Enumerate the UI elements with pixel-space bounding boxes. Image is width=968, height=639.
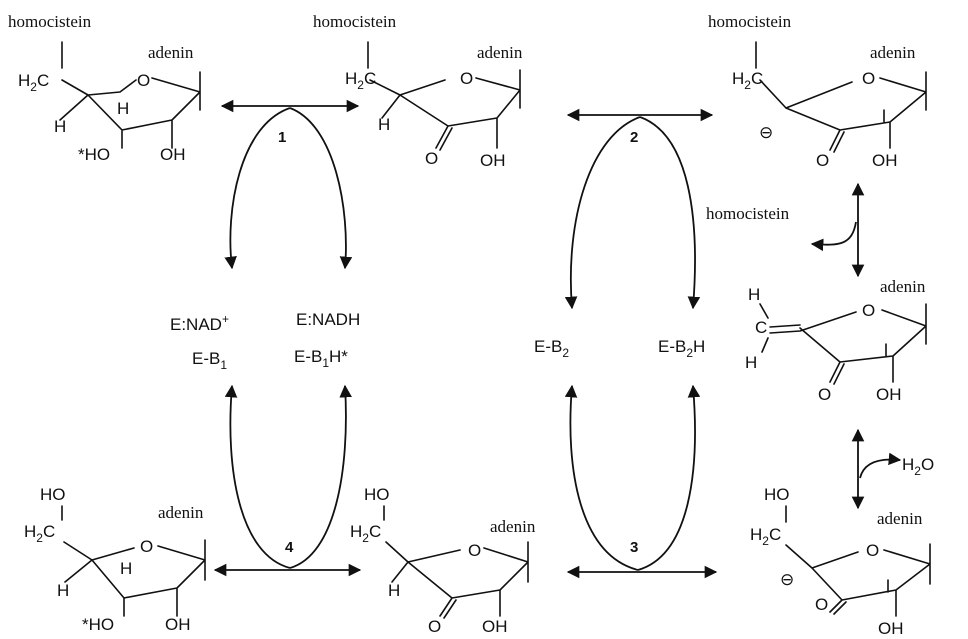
homocysteine-release-arrow: [810, 221, 857, 252]
hydroxyl-label: OH: [482, 617, 508, 636]
hydroxyl-label: OH: [160, 145, 186, 164]
reaction-arrows: [213, 99, 902, 579]
ring-bonds: [755, 41, 927, 153]
carbanion-minus: ⊖: [759, 123, 773, 142]
ring-oxygen: O: [862, 69, 875, 88]
ring-bonds: [383, 505, 529, 619]
h2c-label: H2C: [345, 69, 376, 92]
cofactor-b2: E-B2: [534, 337, 569, 360]
curved-arrow-from-nad: [224, 384, 291, 569]
molecule-bottom-middle: HO adenin H2C O H O OH: [350, 485, 536, 636]
hydrogen-label: H: [378, 115, 390, 134]
ring-bonds: [59, 41, 201, 149]
ring-oxygen: O: [468, 541, 481, 560]
molecule-top-right: homocistein adenin H2C O ⊖ O OH: [708, 12, 927, 170]
adenine-label: adenin: [880, 277, 926, 296]
adenine-label: adenin: [490, 517, 536, 536]
ring-bonds: [759, 303, 927, 385]
step-1-label: 1: [278, 129, 286, 146]
adenine-label: adenin: [148, 43, 194, 62]
ring-bonds: [61, 505, 206, 617]
hydroxyl-label: HO: [364, 485, 390, 504]
hydrogen-label: H: [120, 559, 132, 578]
curved-arrow-to-nad: [224, 107, 291, 270]
adenine-label: adenin: [158, 503, 204, 522]
water-arrow: [859, 452, 902, 479]
hydroxyl-star-label: *HO: [82, 615, 114, 634]
h2c-label: H2C: [24, 522, 55, 545]
hydroxyl-label: OH: [480, 151, 506, 170]
cofactor-b1h: E-B1H*: [294, 347, 348, 370]
molecule-top-middle: homocistein adenin H2C O H O OH: [313, 12, 523, 170]
hydroxyl-label: OH: [165, 615, 191, 634]
carbonyl-oxygen: O: [815, 595, 828, 614]
carbon-label: C: [755, 318, 767, 337]
homocysteine-label: homocistein: [8, 12, 92, 31]
hydroxyl-label: OH: [878, 619, 904, 638]
step-2-label: 2: [630, 129, 638, 146]
homocysteine-label: homocistein: [708, 12, 792, 31]
molecule-right-middle: adenin H C H O O OH: [745, 277, 927, 404]
cofactor-nad: E:NAD+: [170, 312, 229, 334]
carbonyl-oxygen: O: [816, 151, 829, 170]
cofactor-b1: E-B1: [192, 349, 227, 372]
homocysteine-leaving-label: homocistein: [706, 204, 790, 223]
hydrogen-label: H: [388, 581, 400, 600]
ring-oxygen: O: [866, 541, 879, 560]
water-label: H2O: [902, 455, 934, 478]
carbonyl-oxygen: O: [425, 149, 438, 168]
ring-bonds: [367, 41, 521, 151]
carbonyl-oxygen: O: [428, 617, 441, 636]
homocysteine-label: homocistein: [313, 12, 397, 31]
hydroxyl-label: HO: [40, 485, 66, 504]
hydrogen-label: H: [745, 353, 757, 372]
curved-arrow-to-nadh: [289, 107, 353, 270]
ring-oxygen: O: [460, 69, 473, 88]
molecule-bottom-left: HO adenin H2C O H H *HO OH: [24, 485, 206, 634]
cofactor-labels: E:NAD+ E:NADH E-B1 E-B1H* E-B2 E-B2H: [170, 310, 705, 372]
step-3-label: 3: [630, 539, 638, 556]
curved-arrow-to-b2: [564, 116, 641, 310]
adenine-label: adenin: [877, 509, 923, 528]
step-4-label: 4: [285, 539, 294, 556]
hydrogen-label: H: [748, 285, 760, 304]
hydroxyl-label: OH: [876, 385, 902, 404]
adenine-label: adenin: [477, 43, 523, 62]
curved-arrow-to-b2h: [639, 116, 701, 310]
hydroxyl-star-label: *HO: [78, 145, 110, 164]
cofactor-b2h: E-B2H: [658, 337, 705, 360]
cofactor-nadh: E:NADH: [296, 310, 360, 329]
curved-arrow-from-b2h: [637, 384, 701, 571]
h2c-label: H2C: [350, 522, 381, 545]
ring-oxygen: O: [137, 71, 150, 90]
hydrogen-label: H: [117, 99, 129, 118]
carbanion-minus: ⊖: [780, 570, 794, 589]
h2c-label: H2C: [732, 69, 763, 92]
curved-arrow-from-nadh: [289, 384, 352, 569]
hydrogen-label: H: [54, 117, 66, 136]
adenine-label: adenin: [870, 43, 916, 62]
h2c-label: H2C: [18, 71, 49, 94]
ring-oxygen: O: [862, 301, 875, 320]
hydrogen-label: H: [57, 581, 69, 600]
molecule-top-left: homocistein adenin H2C O H H *HO OH: [8, 12, 201, 164]
carbonyl-oxygen: O: [818, 385, 831, 404]
h2c-label: H2C: [750, 525, 781, 548]
curved-arrow-from-b2: [564, 384, 639, 571]
ring-oxygen: O: [140, 537, 153, 556]
hydroxyl-label: HO: [764, 485, 790, 504]
hydroxyl-label: OH: [872, 151, 898, 170]
ring-bonds: [785, 505, 931, 617]
molecule-bottom-right: HO adenin H2C O ⊖ O OH: [750, 485, 931, 638]
